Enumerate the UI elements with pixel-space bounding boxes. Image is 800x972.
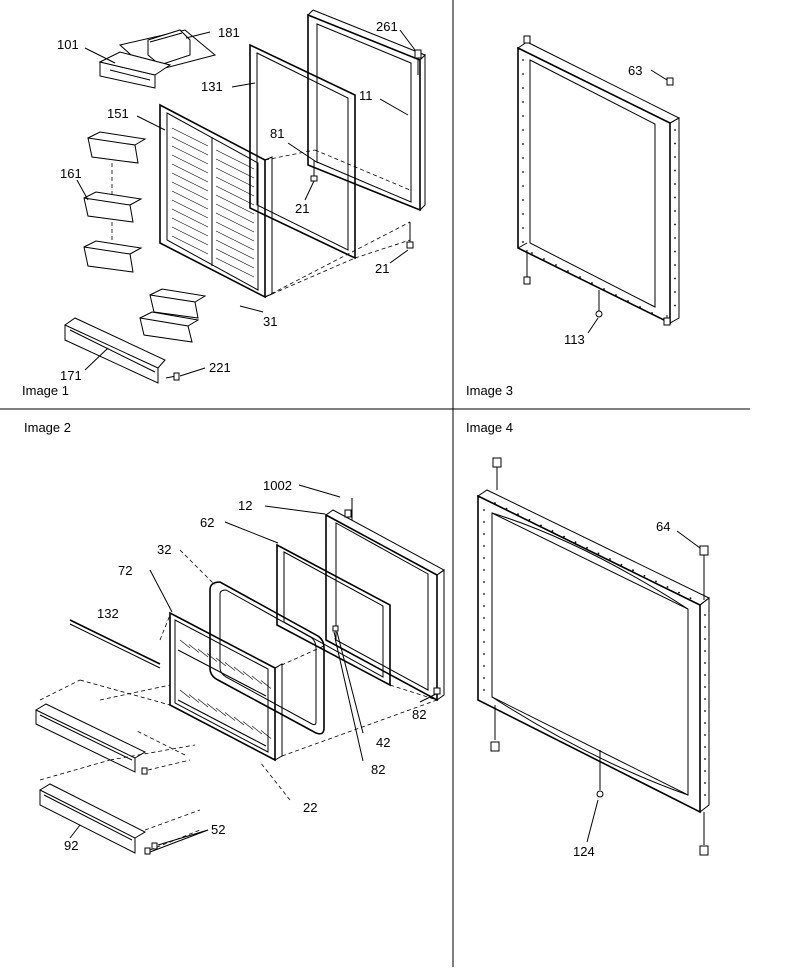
callout-131: 131: [201, 79, 223, 94]
callout-63: 63: [628, 63, 642, 78]
part-12-frame: [325, 509, 445, 702]
callout-92: 92: [64, 838, 78, 853]
callout-181: 181: [218, 25, 240, 40]
part-frame-image-4: [476, 489, 710, 814]
frame-screws-image-3: [523, 35, 674, 326]
callout-81: 81: [270, 126, 284, 141]
callout-132: 132: [97, 606, 119, 621]
part-small-bins: [139, 288, 207, 343]
image2-leaders: [69, 484, 437, 853]
panel-label-image-4: Image 4: [466, 420, 513, 435]
callout-22: 22: [303, 800, 317, 815]
callout-1002: 1002: [263, 478, 292, 493]
part-92-basket: [39, 783, 147, 854]
image1-assembly-lines: [264, 149, 411, 298]
part-upper-basket: [35, 703, 147, 773]
frame-screws-image-4: [490, 457, 709, 856]
part-171-shelf: [64, 317, 166, 384]
part-132-bar: [69, 619, 161, 669]
part-151-door: [159, 103, 273, 299]
part-101-bin: [98, 51, 172, 89]
callout-12: 12: [238, 498, 252, 513]
callout-21-upper: 21: [295, 201, 309, 216]
callout-32: 32: [157, 542, 171, 557]
part-32-liner: [209, 581, 325, 735]
callout-31: 31: [263, 314, 277, 329]
panel-image-4: 64 124 Image 4: [466, 420, 710, 859]
callout-221: 221: [209, 360, 231, 375]
callout-101: 101: [57, 37, 79, 52]
callout-42: 42: [376, 735, 390, 750]
part-frame-image-3: [517, 41, 681, 325]
part-62-gasket: [276, 543, 391, 687]
callout-52: 52: [211, 822, 225, 837]
part-52-screws: [141, 767, 158, 855]
callout-72: 72: [118, 563, 132, 578]
hinge-parts: [310, 49, 422, 249]
image2-assembly-lines: [39, 614, 438, 851]
panel-image-3: 63 113 Image 3: [466, 35, 681, 398]
part-72-door: [169, 611, 283, 762]
part-181-tray: [118, 29, 217, 73]
panel-image-1: 101 181 261 131 11 151 81 161 21 21 31 1…: [22, 9, 426, 398]
leader-63: [650, 69, 668, 81]
callout-21-lower: 21: [375, 261, 389, 276]
callout-64: 64: [656, 519, 670, 534]
part-161-bins: [83, 131, 147, 273]
image2-pins: [332, 498, 441, 700]
part-221-screw: [165, 372, 180, 381]
callout-11: 11: [359, 88, 373, 103]
callout-261: 261: [376, 19, 398, 34]
callout-151: 151: [107, 106, 129, 121]
leader-64: [676, 530, 701, 549]
callout-62: 62: [200, 515, 214, 530]
image1-leaders: [76, 29, 416, 377]
callout-113: 113: [564, 332, 585, 347]
part-11-frame: [307, 9, 426, 212]
callout-161: 161: [60, 166, 82, 181]
callout-171: 171: [60, 368, 82, 383]
callout-82-lower: 82: [371, 762, 385, 777]
callout-124: 124: [573, 844, 595, 859]
callout-82-right: 82: [412, 707, 426, 722]
panel-label-image-1: Image 1: [22, 383, 69, 398]
panel-label-image-3: Image 3: [466, 383, 513, 398]
panel-label-image-2: Image 2: [24, 420, 71, 435]
leader-124: [586, 799, 599, 843]
leader-113: [587, 317, 599, 334]
panel-image-2: 1002 12 62 32 72 132 82 42 82 22 52 92 I…: [24, 420, 445, 855]
